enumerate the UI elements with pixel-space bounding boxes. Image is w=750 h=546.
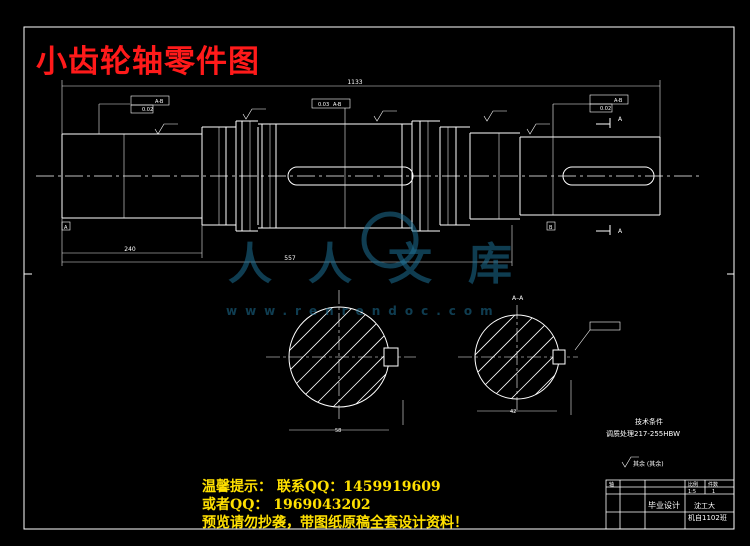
section-b-width: 58: [335, 428, 341, 434]
center-span-label: 557: [284, 255, 296, 262]
left-length-label: 240: [124, 246, 136, 253]
section-marker-bottom: A: [618, 228, 623, 235]
title-design-label: 毕业设计: [648, 500, 680, 510]
datum-a: A: [64, 225, 68, 231]
page-title: 小齿轮轴零件图: [36, 44, 260, 80]
title-class: 机自1102班: [688, 513, 727, 522]
surface-finish-marks: [154, 108, 550, 135]
section-view-right: A–A 42: [458, 295, 621, 415]
section-view-left: 58: [266, 290, 416, 434]
watermark-logo-ring: [361, 211, 419, 269]
tech-notes-heading: 技术条件: [635, 417, 663, 426]
notice-line-2: 或者QQ： 1969043202: [202, 497, 371, 513]
title-cell-qty-label: 件数: [708, 481, 718, 488]
title-cell-qty: 1: [712, 489, 715, 495]
tolerance-frame-right: A-B 0.02: [552, 94, 629, 137]
notice-line-1: 温馨提示： 联系QQ：1459919609: [202, 479, 441, 495]
svg-text:0.02: 0.02: [600, 106, 611, 112]
shaft-outline: [61, 120, 661, 232]
title-school: 沈工大: [694, 501, 715, 510]
notice-line-3: 预览请勿抄袭，带图纸原稿全套设计资料！: [202, 515, 468, 531]
svg-text:A-B: A-B: [155, 99, 164, 105]
datum-b: B: [549, 225, 553, 231]
drawing-frame: [23, 26, 735, 530]
svg-text:A-B: A-B: [333, 102, 342, 108]
section-marker-top: A: [618, 116, 623, 123]
svg-text:A-B: A-B: [614, 98, 623, 104]
title-cell-part: 轴: [609, 481, 614, 488]
tolerance-frame-center: A-B 0.03: [311, 98, 351, 124]
svg-text:0.03: 0.03: [318, 102, 329, 108]
svg-text:0.02: 0.02: [142, 107, 153, 113]
section-cut-markers: [596, 118, 611, 235]
title-cell-scale: 1:5: [688, 489, 696, 495]
diameter-dimensions: [123, 121, 554, 231]
section-a-width: 42: [510, 409, 516, 415]
length-dimensions: [61, 80, 661, 266]
tech-notes-line: 调质处理217-255HBW: [606, 429, 680, 438]
overall-length-label: 1133: [347, 79, 362, 86]
tolerance-frame-left: A-B 0.02: [130, 95, 170, 114]
section-a-title: A–A: [512, 295, 524, 302]
surface-finish-note: 其余 (其余): [633, 460, 664, 468]
title-cell-scale-label: 比例: [688, 481, 698, 488]
title-block: [605, 479, 735, 530]
